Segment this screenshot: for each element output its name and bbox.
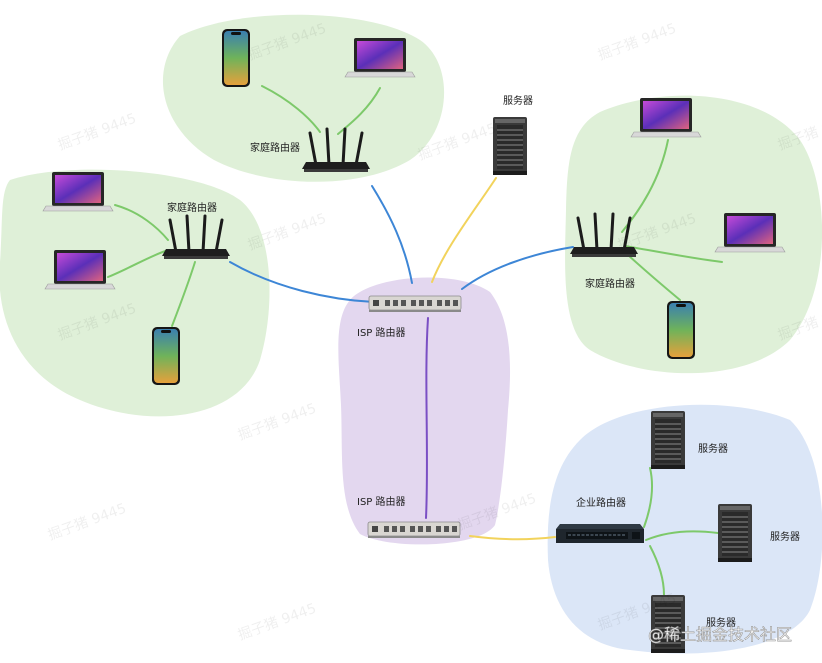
laptop-icon	[630, 97, 702, 138]
watermark: 掘子猪 9445	[56, 111, 139, 154]
router-links	[229, 177, 574, 541]
enterprise-area	[547, 404, 822, 654]
label-enterprise-router: 企业路由器	[576, 496, 626, 509]
isp-router-icon	[368, 295, 462, 313]
laptop-icon	[714, 212, 786, 253]
label-top-server: 服务器	[503, 94, 533, 107]
label-enterprise-server-1: 服务器	[698, 442, 728, 455]
isp-router-icon	[367, 521, 461, 539]
phone-icon	[152, 327, 180, 385]
watermark: 掘子猪 9445	[236, 401, 319, 444]
laptop-icon	[44, 249, 116, 290]
phone-icon	[667, 301, 695, 359]
watermark: 掘子猪 9445	[596, 21, 679, 64]
server-icon	[717, 503, 753, 563]
label-top-router: 家庭路由器	[250, 141, 300, 154]
isp-area	[338, 277, 511, 545]
label-left-router: 家庭路由器	[167, 201, 217, 214]
label-isp-bottom: ISP 路由器	[357, 495, 406, 508]
label-isp-top: ISP 路由器	[357, 326, 406, 339]
label-enterprise-server-3: 服务器	[706, 616, 736, 629]
switch-icon	[555, 523, 645, 544]
watermark: 掘子猪 9445	[46, 501, 129, 544]
server-icon	[492, 116, 528, 176]
home-area-left	[0, 169, 270, 417]
platform-credit: @稀土掘金技术社区	[648, 625, 792, 644]
laptop-icon	[344, 37, 416, 78]
laptop-icon	[42, 171, 114, 212]
server-icon	[650, 410, 686, 470]
home-area-right	[565, 95, 822, 374]
watermark: 掘子猪 9445	[236, 601, 319, 644]
label-right-router: 家庭路由器	[585, 277, 635, 290]
phone-icon	[222, 29, 250, 87]
label-enterprise-server-2: 服务器	[770, 530, 800, 543]
